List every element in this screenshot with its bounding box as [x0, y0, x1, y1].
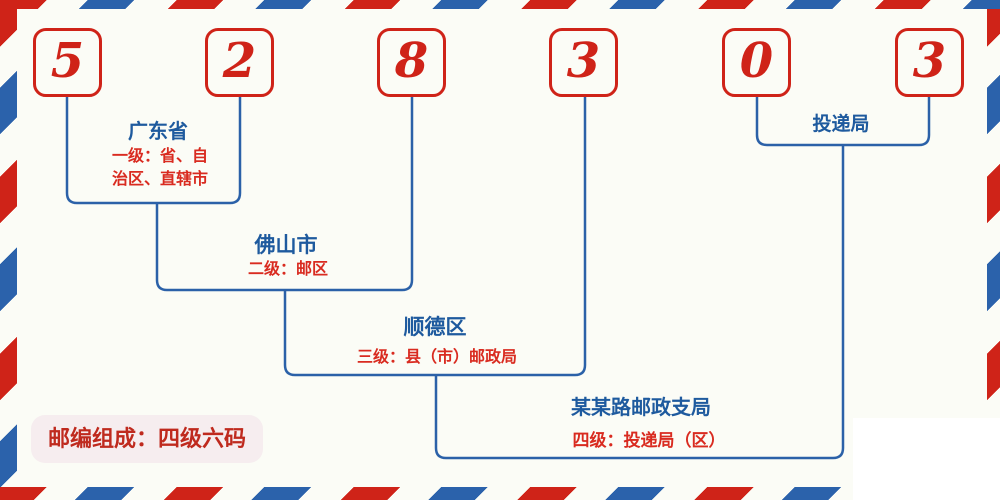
label-province-name: 广东省 [128, 121, 188, 143]
digit-6: 3 [912, 33, 947, 89]
digit-5: 0 [739, 33, 774, 89]
label-district-name: 顺德区 [403, 316, 467, 339]
composition-badge: 邮编组成：四级六码 [31, 415, 263, 463]
blank-corner-patch [853, 418, 1000, 500]
label-city-name: 佛山市 [254, 234, 318, 257]
digit-3: 8 [394, 33, 429, 89]
digit-2: 2 [222, 33, 257, 89]
digit-box-1: 5 [33, 28, 102, 97]
digit-box-5: 0 [722, 28, 791, 97]
digit-box-2: 2 [205, 28, 274, 97]
airmail-border-bottom [0, 487, 1000, 500]
connector-level1-bracket [65, 97, 242, 205]
digit-4: 3 [566, 33, 601, 89]
label-delivery-office: 投递局 [812, 114, 870, 135]
label-branch-desc: 四级：投递局（区） [572, 431, 726, 450]
digit-box-4: 3 [549, 28, 618, 97]
connector-delivery-bracket [755, 97, 931, 147]
airmail-border-right [987, 0, 1000, 500]
label-branch-name: 某某路邮政支局 [571, 397, 711, 419]
airmail-border-top [0, 0, 1000, 9]
label-province-desc: 一级：省、自 治区、直辖市 [111, 148, 208, 188]
digit-box-3: 8 [377, 28, 446, 97]
composition-badge-label: 邮编组成：四级六码 [47, 426, 246, 451]
digit-1: 5 [50, 33, 85, 89]
connector-level4-bracket [434, 145, 845, 460]
label-city-desc: 二级：邮区 [247, 261, 328, 278]
digit-box-6: 3 [895, 28, 964, 97]
label-district-desc: 三级：县（市）邮政局 [356, 349, 517, 366]
airmail-border-left [0, 0, 17, 500]
